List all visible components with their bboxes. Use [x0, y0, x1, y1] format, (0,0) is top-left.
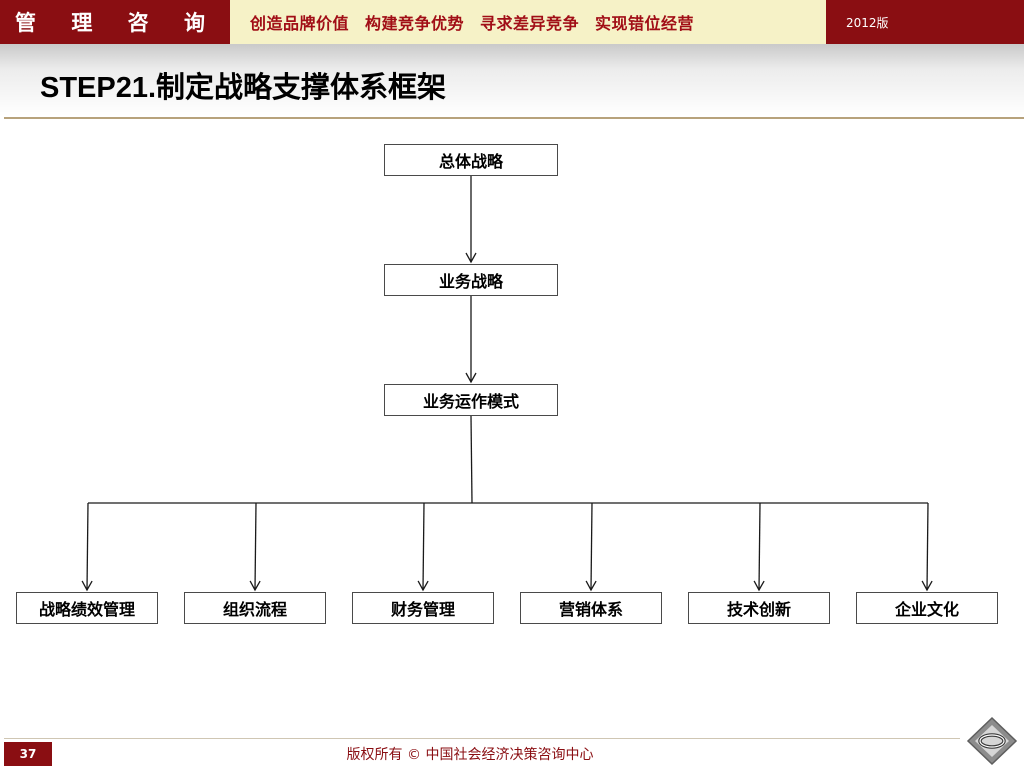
connector-child-5	[753, 502, 765, 592]
node-business-operation-model: 业务运作模式	[384, 384, 558, 416]
edition-label: 2012版	[846, 15, 889, 30]
page-title: STEP21.制定战略支撑体系框架	[40, 72, 447, 104]
header-band: 管 理 咨 询 创造品牌价值 构建竞争优势 寻求差异竞争 实现错位经营 2012…	[0, 0, 1024, 44]
connector-operation-to-bus	[470, 415, 473, 504]
slogan-2: 构建竞争优势	[365, 14, 465, 33]
page-number: 37	[4, 742, 52, 766]
connector-child-3	[417, 502, 429, 592]
connector-child-2	[249, 502, 261, 592]
slogan-4: 实现错位经营	[595, 14, 695, 33]
node-child-5: 技术创新	[688, 592, 830, 624]
company-logo-icon	[966, 716, 1018, 766]
slogan-1: 创造品牌价值	[250, 14, 350, 33]
connector-child-1	[81, 502, 93, 592]
slogan-3: 寻求差异竞争	[480, 14, 580, 33]
node-overall-strategy: 总体战略	[384, 144, 558, 176]
connector-child-6	[921, 502, 933, 592]
connector-child-4	[585, 502, 597, 592]
title-band	[0, 44, 1024, 116]
brand-title: 管 理 咨 询	[15, 11, 219, 35]
title-divider	[4, 117, 1024, 119]
node-business-strategy: 业务战略	[384, 264, 558, 296]
copyright-text: 版权所有 © 中国社会经济决策咨询中心	[346, 747, 594, 763]
node-child-1: 战略绩效管理	[16, 592, 158, 624]
node-child-4: 营销体系	[520, 592, 662, 624]
node-child-6: 企业文化	[856, 592, 998, 624]
footer-divider	[4, 738, 960, 739]
node-child-3: 财务管理	[352, 592, 494, 624]
node-child-2: 组织流程	[184, 592, 326, 624]
slogan-bar: 创造品牌价值 构建竞争优势 寻求差异竞争 实现错位经营	[230, 0, 826, 44]
